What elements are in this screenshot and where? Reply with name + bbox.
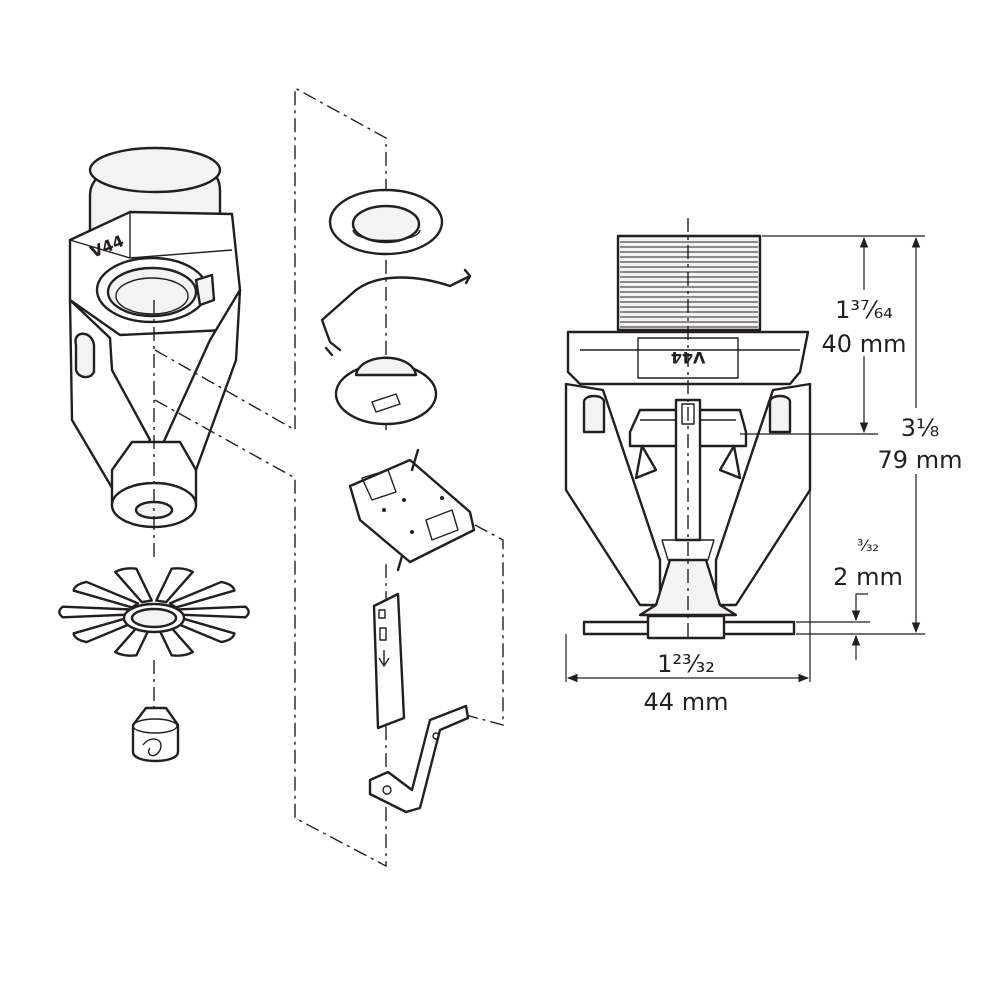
deflector-petal	[72, 615, 140, 644]
compression-screw	[131, 706, 180, 763]
fusible-link-strut	[372, 592, 406, 730]
dim-overall-height-fraction: 3⅛	[901, 414, 940, 442]
deflector-petal	[58, 605, 132, 619]
spring-clip	[320, 268, 472, 357]
dim-width-metric: 44 mm	[644, 688, 729, 716]
lever-assembly	[348, 448, 476, 572]
deflector-exploded	[58, 567, 250, 715]
assembled-sprinkler: V44	[564, 218, 812, 640]
dim-height-deflector-fraction: 1³⁷⁄₆₄	[835, 296, 893, 324]
dim-deflector-thickness-metric: 2 mm	[833, 563, 903, 591]
dim-height-deflector-metric: 40 mm	[822, 330, 907, 358]
button-cap	[334, 356, 438, 426]
deflector-petal	[176, 605, 250, 619]
dimension-labels: 1³⁷⁄₆₄ 40 mm 3⅛ 79 mm ³⁄₃₂ 2 mm 1²³⁄₃₂ 4…	[644, 290, 970, 716]
deflector-petal	[168, 615, 236, 644]
dim-overall-height-metric: 79 mm	[878, 446, 963, 474]
deflector-petal	[155, 567, 194, 604]
deflector-petal	[114, 567, 153, 604]
hook-bracket	[368, 704, 470, 814]
deflector-petal	[72, 580, 140, 609]
sealing-assembly	[328, 188, 444, 256]
sprinkler-frame: V44	[68, 146, 242, 560]
deflector-petal	[168, 580, 236, 609]
dim-width-fraction: 1²³⁄₃₂	[657, 650, 715, 678]
dim-deflector-thickness-fraction: ³⁄₃₂	[857, 536, 879, 555]
